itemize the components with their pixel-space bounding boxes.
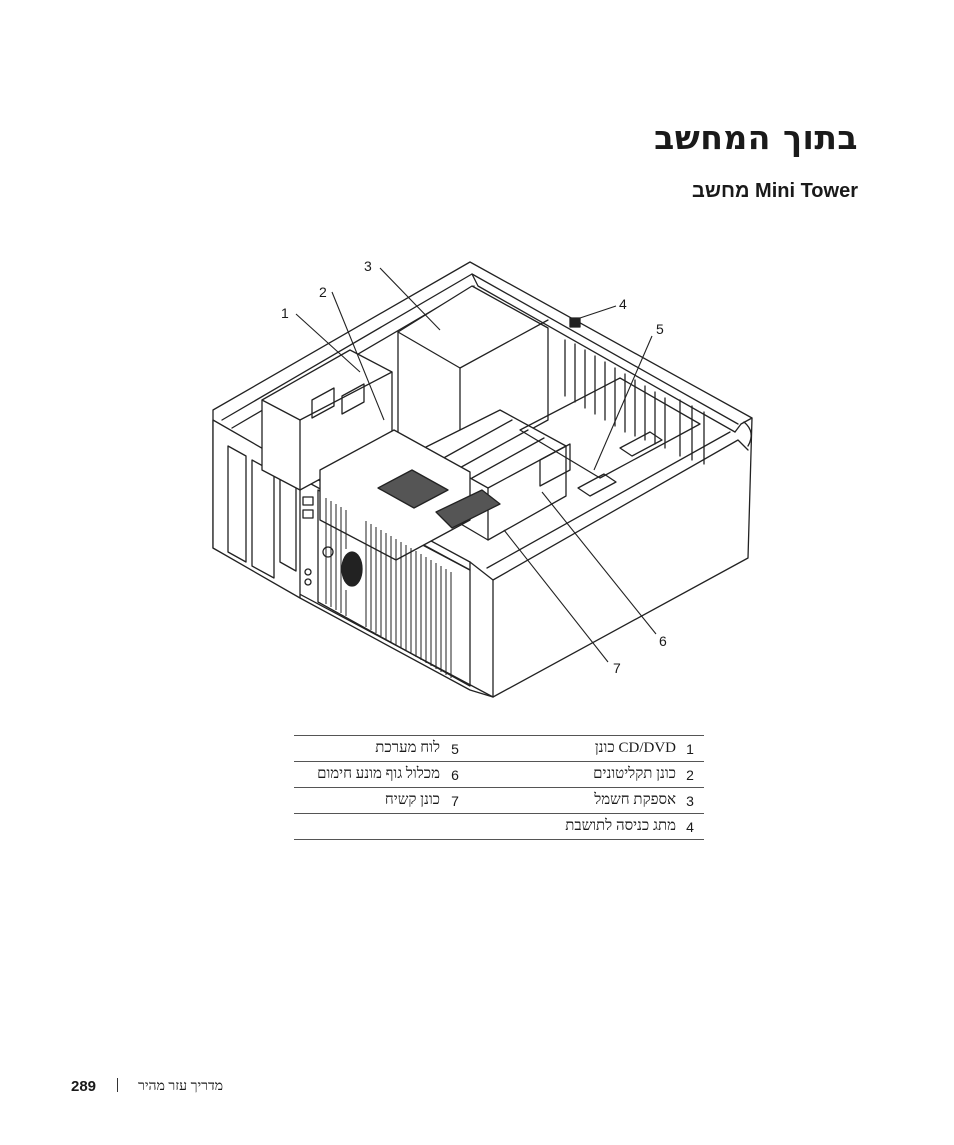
callout-numbers: 1 2 3 4 5 6 7 — [281, 258, 667, 676]
legend-number: 7 — [451, 792, 459, 809]
callout-7: 7 — [613, 660, 621, 676]
side-vent-grille — [325, 498, 452, 678]
table-row: 3 אספקת חשמל 7 כונן קשיח — [294, 788, 704, 814]
page-title: בתוך המחשב — [654, 118, 858, 157]
legend-label: מכלול גוף מונע חימום — [317, 766, 440, 782]
legend-number: 6 — [451, 766, 459, 783]
component-legend-table: 1 CD/DVD כונן 5 לוח מערכת 2 כונן תקליטונ… — [294, 735, 704, 840]
callout-1: 1 — [281, 305, 289, 321]
callout-3: 3 — [364, 258, 372, 274]
computer-interior-illustration: 1 2 3 4 5 6 7 — [212, 258, 753, 698]
table-row: 1 CD/DVD כונן 5 לוח מערכת — [294, 735, 704, 762]
legend-number: 4 — [686, 818, 694, 835]
legend-number: 5 — [451, 740, 459, 757]
legend-label — [294, 814, 440, 840]
legend-label: CD/DVD כונן — [594, 740, 676, 756]
legend-label: אספקת חשמל — [594, 792, 676, 808]
callout-2: 2 — [319, 284, 327, 300]
callout-5: 5 — [656, 321, 664, 337]
legend-label: לוח מערכת — [375, 740, 440, 756]
legend-number: 2 — [686, 766, 694, 783]
legend-label: כונן קשיח — [384, 792, 440, 808]
legend-label: מתג כניסה לתושבת — [565, 818, 676, 834]
legend-number: 3 — [686, 792, 694, 809]
legend-number — [440, 814, 470, 840]
table-row: 4 מתג כניסה לתושבת — [294, 814, 704, 840]
footer-guide-name: מדריך עזר מהיר — [138, 1079, 224, 1094]
callout-6: 6 — [659, 633, 667, 649]
section-title: Mini Tower מחשב — [692, 180, 858, 202]
footer-divider — [117, 1078, 118, 1092]
legend-label: כונן תקליטונים — [593, 766, 676, 782]
callout-4: 4 — [619, 296, 627, 312]
page-number: 289 — [71, 1078, 97, 1095]
table-row: 2 כונן תקליטונים 6 מכלול גוף מונע חימום — [294, 762, 704, 788]
legend-number: 1 — [686, 740, 694, 757]
